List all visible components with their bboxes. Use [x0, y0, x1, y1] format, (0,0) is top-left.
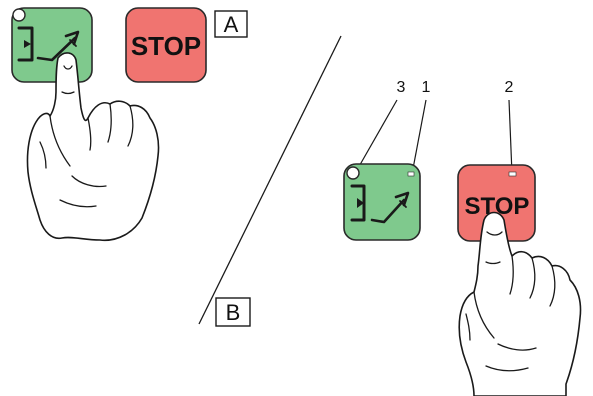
- panel-label-b-box: B: [215, 297, 251, 327]
- callout-number-2: 2: [505, 79, 514, 96]
- panel-label-a-box: A: [214, 10, 248, 38]
- enter-sign-button-b[interactable]: [343, 163, 421, 241]
- enter-sign-icon: [350, 184, 410, 224]
- enter-sign-icon: [17, 26, 80, 62]
- callout-number-1: 1: [422, 79, 431, 96]
- hand-b: [458, 211, 582, 396]
- leader-line-2: [508, 99, 513, 175]
- stop-button-light: [508, 171, 517, 177]
- leader-line-3: [356, 99, 398, 171]
- panel-label-a: A: [224, 12, 239, 37]
- hand-a: [26, 52, 160, 242]
- panel-a: STOP A: [11, 7, 248, 242]
- indicator-led-b: [346, 166, 360, 180]
- panel-label-b: B: [226, 300, 241, 325]
- enter-sign-button-a[interactable]: [11, 7, 93, 83]
- leader-line-1: [411, 99, 427, 175]
- panel-b: B 3 1 2 STOP: [215, 79, 582, 396]
- callout-number-3: 3: [397, 79, 406, 96]
- panel-divider: [198, 35, 342, 325]
- stop-label-a: STOP: [131, 31, 201, 61]
- stop-button-a[interactable]: STOP: [125, 7, 207, 83]
- green-button-light: [407, 171, 415, 177]
- indicator-led-a: [12, 8, 26, 22]
